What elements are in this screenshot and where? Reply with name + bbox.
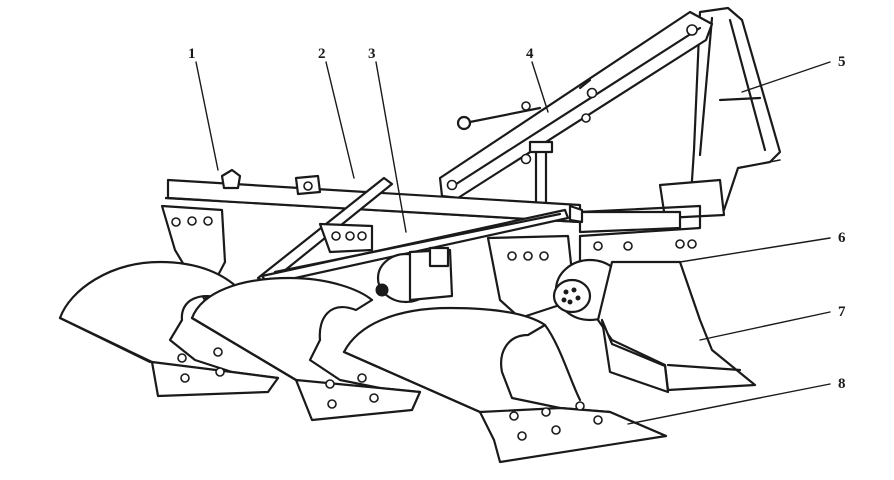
callout-3: 3: [368, 46, 376, 62]
callout-1: 1: [188, 46, 196, 62]
plough-body-3: [342, 306, 668, 464]
callout-7: 7: [838, 304, 846, 320]
main-frame: [164, 168, 702, 238]
upper-link-arm: [438, 10, 714, 200]
callout-5: 5: [838, 54, 846, 70]
leader-lines: [195, 61, 831, 425]
callout-labels: 1 2 3 4 5 6 7 8: [188, 46, 846, 392]
callout-8: 8: [838, 376, 846, 392]
adjusting-handle: [456, 101, 554, 212]
plough-body-2: [190, 276, 422, 422]
callout-2: 2: [318, 46, 326, 62]
hitch-mast: [658, 6, 782, 220]
plough-body-rear: [596, 260, 757, 394]
callout-4: 4: [526, 46, 534, 62]
disc-coulter-1: [375, 246, 454, 304]
callout-6: 6: [838, 230, 846, 246]
